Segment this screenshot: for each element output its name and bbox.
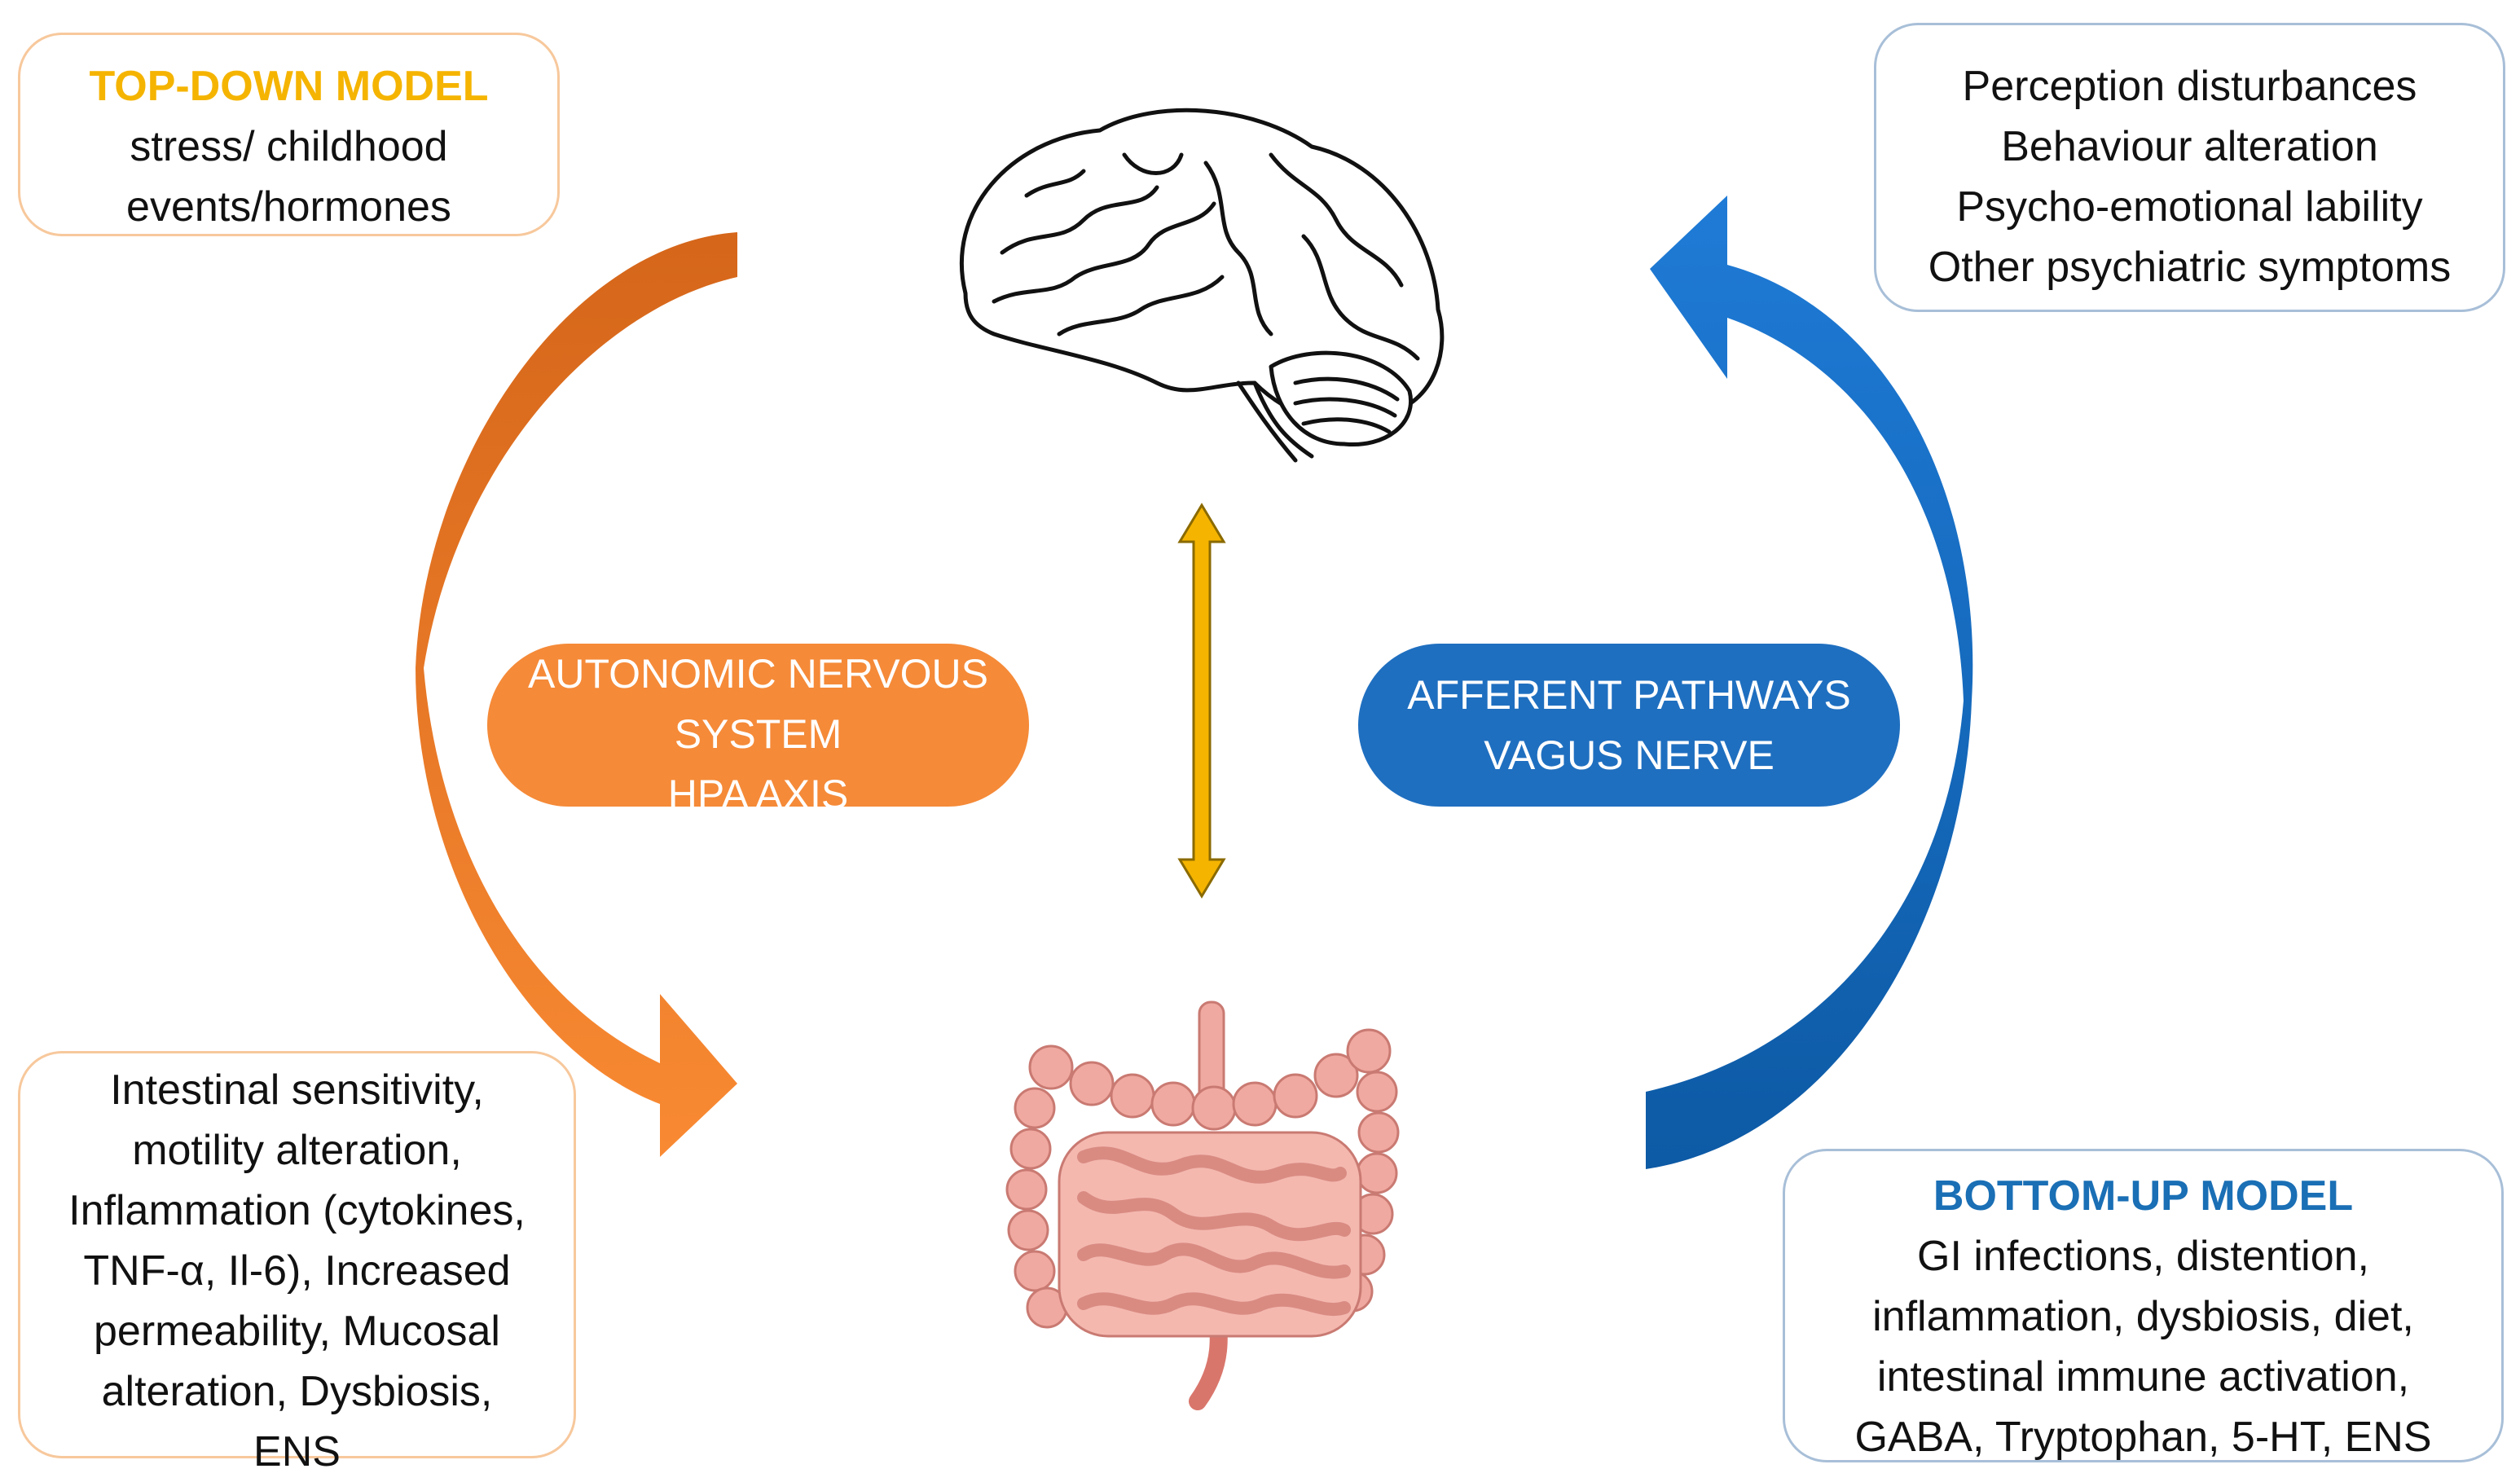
symptom-line: Behaviour alteration [2001,123,2378,170]
top-down-arrow [416,232,737,1157]
bidirectional-arrow [1177,503,1226,899]
intestinal-line: motility alteration, [132,1127,462,1174]
brain-icon [960,108,1445,463]
afferent-pathways-pill: AFFERENT PATHWAYS VAGUS NERVE [1358,644,1900,807]
intestinal-line: Intestinal sensitivity, [110,1066,484,1114]
bottom-up-line: GI infections, distention, [1917,1233,2369,1280]
top-down-model-box: TOP-DOWN MODEL stress/ childhood events/… [18,33,560,236]
top-down-model-title: TOP-DOWN MODEL [89,63,489,110]
bottom-up-arrow [1646,196,1973,1169]
bottom-up-line: GABA, Tryptophan, 5-HT, ENS [1854,1414,2432,1461]
symptom-line: Psycho-emotional lability [1956,183,2423,231]
pill-line: VAGUS NERVE [1484,732,1775,778]
intestinal-line: permeability, Mucosal [93,1308,500,1355]
pill-line: SYSTEM [674,711,842,757]
symptom-line: Perception disturbances [1962,63,2417,110]
top-down-line: events/hormones [126,183,451,231]
pill-line: AFFERENT PATHWAYS [1407,672,1851,718]
intestinal-effects-box: Intestinal sensitivity, motility alterat… [18,1051,576,1475]
top-down-line: stress/ childhood [130,123,448,170]
intestinal-line: TNF-α, Il-6), Increased [83,1247,511,1295]
bottom-up-model-box: BOTTOM-UP MODEL GI infections, distentio… [1783,1149,2504,1462]
intestinal-line: Inflammation (cytokines, [68,1187,526,1234]
bottom-up-model-title: BOTTOM-UP MODEL [1933,1172,2354,1220]
bottom-up-line: intestinal immune activation, [1876,1353,2410,1401]
pill-line: AUTONOMIC NERVOUS [528,651,988,697]
intestine-icon [1005,1000,1400,1410]
symptom-line: Other psychiatric symptoms [1928,244,2452,291]
intestinal-line: ENS [253,1428,341,1475]
intestinal-line: alteration, Dysbiosis, [101,1368,493,1415]
autonomic-nervous-system-pill: AUTONOMIC NERVOUS SYSTEM HPA AXIS [487,644,1029,817]
psychiatric-symptoms-box: Perception disturbances Behaviour altera… [1874,23,2505,312]
bottom-up-line: inflammation, dysbiosis, diet, [1872,1293,2414,1340]
pill-line: HPA AXIS [667,772,849,817]
